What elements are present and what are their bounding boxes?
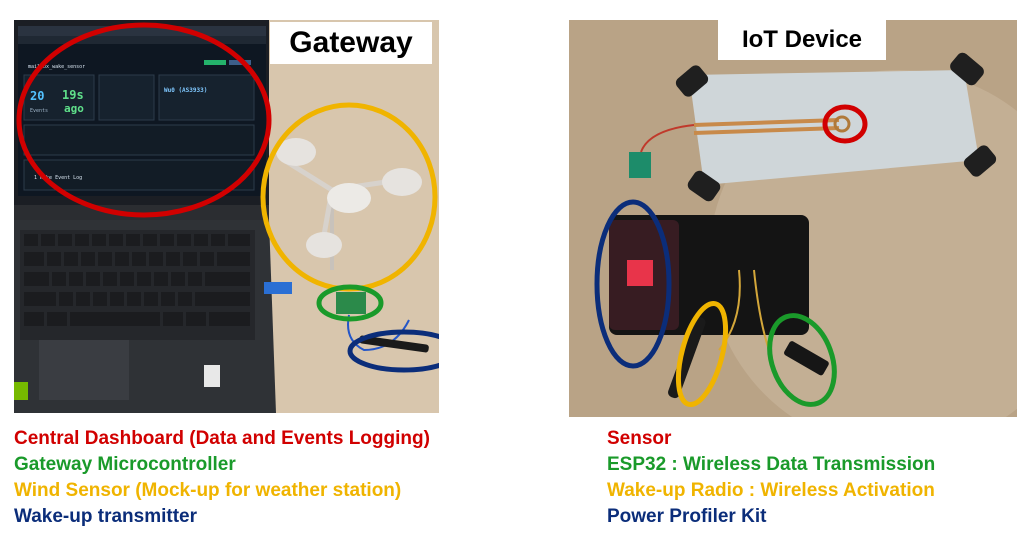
iot-device-title: IoT Device (718, 20, 886, 60)
power-profiler-red-led (627, 260, 653, 286)
dashboard-highlight-ellipse (16, 22, 272, 218)
usb-dongle (264, 282, 292, 294)
gateway-microcontroller-board (336, 292, 366, 314)
gateway-photo-illustration: mailbox_wake_sensor 20 Events 19s ago Wu… (14, 20, 439, 413)
connected-badge (204, 60, 226, 65)
laptop-sticker (204, 365, 220, 387)
gateway-legend-item-wind-sensor: Wind Sensor (Mock-up for weather station… (14, 480, 402, 501)
esp32-highlight-ellipse (767, 313, 837, 407)
screen-time-value: 19s (62, 88, 84, 102)
keyboard-keys (20, 230, 255, 340)
gateway-legend-item-microcontroller: Gateway Microcontroller (14, 454, 236, 475)
device-card (158, 74, 255, 121)
gateway-legend-item-transmitter: Wake-up transmitter (14, 506, 197, 527)
iot-legend-item-wake-up-radio: Wake-up Radio : Wireless Activation (607, 480, 935, 501)
iot-legend-item-power-profiler: Power Profiler Kit (607, 506, 767, 527)
gateway-title: Gateway (270, 22, 432, 64)
browser-tabs (18, 26, 266, 36)
screen-time-suffix: ago (64, 102, 84, 115)
transmitter-highlight-ellipse (347, 329, 439, 373)
touchpad (39, 340, 129, 400)
copper-strip-bottom (693, 126, 840, 135)
gateway-mcu-highlight-ellipse (316, 284, 384, 322)
copper-strip-top (693, 118, 840, 127)
iot-device-photo (569, 20, 1017, 417)
browser-toolbar (18, 36, 266, 44)
event-log-panel (23, 159, 255, 191)
log-panel (23, 124, 255, 156)
sensor-highlight-ellipse (822, 104, 868, 144)
screen-node-name: mailbox_wake_sensor (28, 64, 85, 70)
power-profiler-highlight-ellipse (594, 199, 672, 369)
gateway-legend: Central Dashboard (Data and Events Loggi… (14, 426, 484, 530)
blue-wire (347, 314, 410, 352)
iot-legend-item-esp32: ESP32 : Wireless Data Transmission (607, 454, 936, 475)
anemometer (276, 138, 422, 270)
screen-event-label: Events (30, 108, 48, 114)
sensor-element (833, 115, 851, 133)
iot-photo-illustration (569, 20, 1017, 417)
esp32-antenna (784, 341, 829, 376)
gateway-legend-item-dashboard: Central Dashboard (Data and Events Loggi… (14, 428, 430, 449)
iot-legend: Sensor ESP32 : Wireless Data Transmissio… (607, 426, 1017, 530)
plate-corner-mounts (675, 52, 997, 202)
small-sensor-module (629, 152, 651, 178)
gpu-sticker (14, 382, 28, 400)
iot-legend-item-sensor: Sensor (607, 428, 672, 449)
screen-log-label: 1 Wake Event Log (34, 175, 82, 181)
red-wire (640, 124, 695, 153)
gateway-photo: mailbox_wake_sensor 20 Events 19s ago Wu… (14, 20, 439, 413)
time-card (98, 74, 155, 121)
wake-up-transmitter-antenna (359, 335, 429, 353)
screen-device-code: Wu0 (AS3933) (164, 87, 207, 94)
table-light-area (254, 20, 439, 413)
screen-event-count: 20 (30, 89, 44, 103)
wake-up-radio-highlight-ellipse (675, 301, 729, 407)
